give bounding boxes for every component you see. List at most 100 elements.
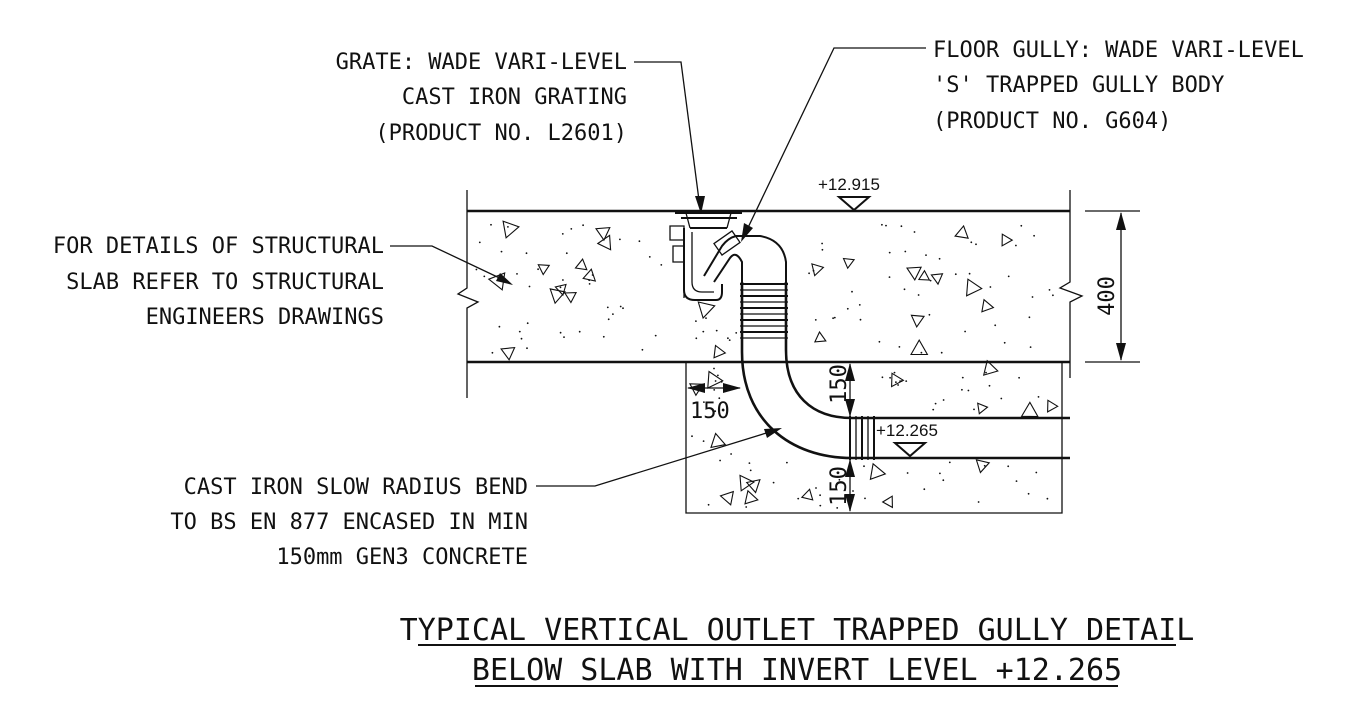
aggregate-dot <box>695 320 697 322</box>
aggregate-triangle <box>500 346 516 361</box>
aggregate-dot <box>967 389 970 392</box>
aggregate-dot <box>565 252 568 255</box>
aggregate-dot <box>719 459 721 462</box>
aggregate-dot <box>895 381 897 384</box>
aggregate-dot <box>938 257 941 260</box>
note-slab: FOR DETAILS OF STRUCTURAL SLAB REFER TO … <box>53 234 513 330</box>
aggregate-dot <box>932 408 935 411</box>
aggregate-triangle <box>563 292 578 304</box>
aggregate-dot <box>833 316 836 319</box>
aggregate-dot <box>939 472 941 475</box>
aggregate-dot <box>713 389 716 391</box>
aggregate-triangle <box>713 344 727 359</box>
aggregate-triangle <box>813 330 827 343</box>
aggregate-dot <box>940 351 943 354</box>
aggregate-dot <box>1028 316 1031 319</box>
aggregate-dot <box>606 306 609 309</box>
aggregate-dot <box>905 380 908 382</box>
aggregate-triangle <box>910 338 929 356</box>
gully-note-line-2: 'S' TRAPPED GULLY BODY <box>933 73 1224 98</box>
aggregate-dot <box>1015 480 1018 482</box>
aggregate-dot <box>735 332 738 334</box>
aggregate-dot <box>808 272 810 275</box>
concrete-hatch <box>475 220 1059 509</box>
structural-slab <box>456 190 1084 398</box>
aggregate-triangle <box>975 459 991 474</box>
aggregate-dot <box>638 240 641 243</box>
aggregate-dot <box>563 336 565 338</box>
aggregate-triangle <box>739 474 755 492</box>
aggregate-triangle <box>982 359 999 376</box>
aggregate-dot <box>1007 465 1010 468</box>
aggregate-dot <box>500 250 503 253</box>
aggregate-dot <box>923 488 926 491</box>
slab-note-line-3: ENGINEERS DRAWINGS <box>146 305 384 330</box>
aggregate-triangle <box>697 301 716 320</box>
aggregate-dot <box>864 497 866 500</box>
vertical-coupling <box>740 283 788 339</box>
aggregate-triangle <box>842 257 856 270</box>
aggregate-dot <box>1018 376 1020 379</box>
aggregate-dot <box>588 283 591 285</box>
aggregate-dot <box>961 388 963 391</box>
aggregate-dot <box>859 318 862 321</box>
aggregate-dot <box>490 223 492 226</box>
aggregate-dot <box>900 380 903 382</box>
aggregate-dot <box>702 330 705 333</box>
aggregate-triangle <box>800 488 814 501</box>
aggregate-dot <box>1031 296 1034 298</box>
aggregate-dot <box>772 481 775 484</box>
aggregate-triangle <box>595 226 611 242</box>
aggregate-dot <box>928 313 931 316</box>
aggregate-dot <box>1003 341 1006 344</box>
aggregate-dot <box>1029 346 1032 348</box>
floor-level-label: +12.915 <box>818 175 880 194</box>
aggregate-triangle <box>977 402 989 415</box>
aggregate-dot <box>562 279 564 281</box>
aggregate-dot <box>977 501 980 503</box>
aggregate-triangle <box>549 288 567 305</box>
aggregate-dot <box>559 286 562 289</box>
aggregate-dot <box>483 275 486 278</box>
aggregate-dot <box>518 330 521 333</box>
title-line-1: TYPICAL VERTICAL OUTLET TRAPPED GULLY DE… <box>400 613 1195 648</box>
aggregate-dot <box>526 322 529 325</box>
aggregate-triangle <box>917 269 931 281</box>
aggregate-dot <box>851 290 853 293</box>
aggregate-dot <box>507 226 509 228</box>
aggregate-dot <box>994 324 997 327</box>
aggregate-triangle <box>719 490 735 506</box>
aggregate-dot <box>903 288 906 291</box>
top-cover-dimension: 150 <box>827 363 855 417</box>
aggregate-dot <box>961 376 964 379</box>
aggregate-dot <box>821 248 824 251</box>
aggregate-dot <box>526 347 528 350</box>
aggregate-dot <box>846 307 849 310</box>
aggregate-dot <box>730 453 732 455</box>
aggregate-dot <box>786 461 788 464</box>
aggregate-dot <box>537 268 539 271</box>
aggregate-dot <box>717 374 719 377</box>
aggregate-dot <box>641 348 644 351</box>
aggregate-dot <box>1020 224 1023 227</box>
aggregate-dot <box>898 346 901 348</box>
aggregate-dot <box>748 462 751 464</box>
aggregate-dot <box>881 223 883 226</box>
aggregate-dot <box>913 231 916 233</box>
aggregate-dot <box>561 233 564 235</box>
aggregate-dot <box>985 371 987 374</box>
aggregate-triangle <box>710 432 727 449</box>
aggregate-dot <box>1037 396 1040 398</box>
aggregate-dot <box>478 241 481 244</box>
aggregate-dot <box>858 304 861 306</box>
aggregate-triangle <box>954 224 969 239</box>
aggregate-dot <box>648 256 651 258</box>
aggregate-dot <box>727 337 729 340</box>
aggregate-triangle <box>1001 233 1014 247</box>
slab-note-line-2: SLAB REFER TO STRUCTURAL <box>66 270 384 295</box>
aggregate-dot <box>934 402 937 405</box>
aggregate-dot <box>863 465 865 468</box>
aggregate-dot <box>619 238 621 241</box>
aggregate-dot <box>989 286 992 288</box>
aggregate-dot <box>889 376 891 379</box>
